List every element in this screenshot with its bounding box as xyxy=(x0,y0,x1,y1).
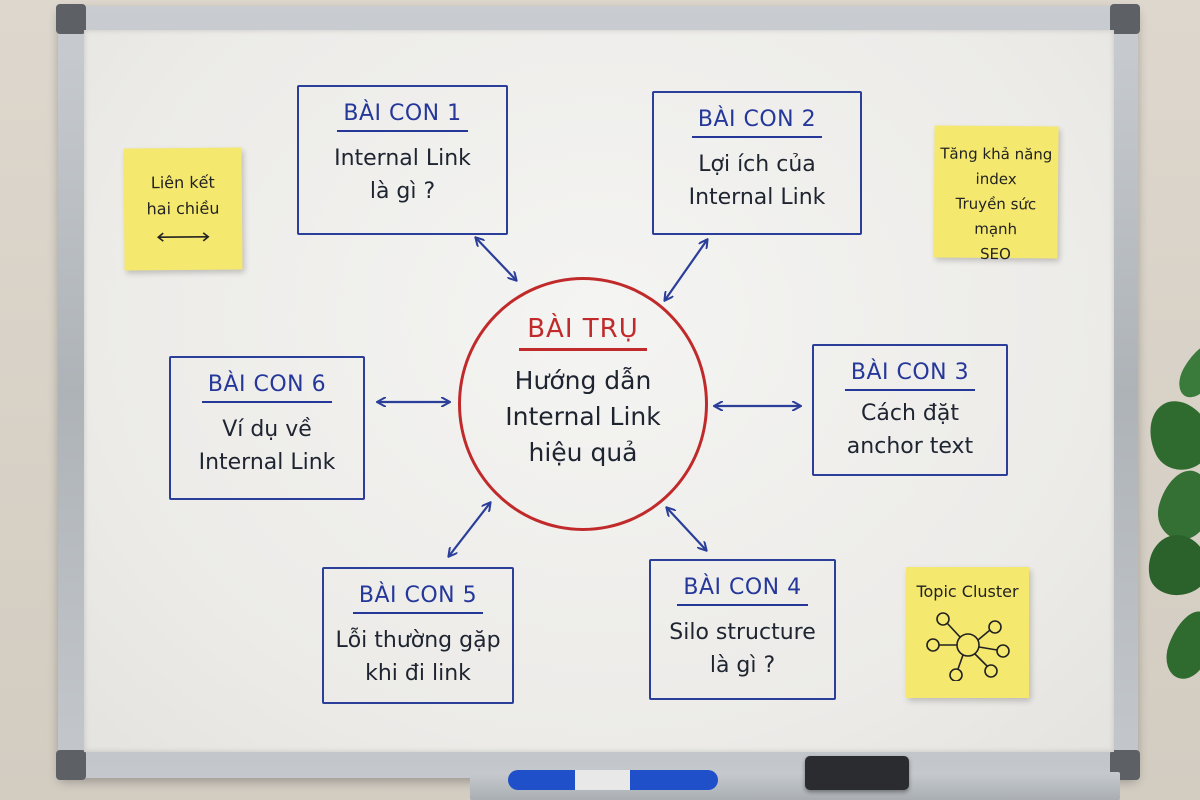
pillar-line: Hướng dẫn xyxy=(514,366,652,395)
pillar-title: BÀI TRỤ xyxy=(519,314,647,351)
box-line: Silo structure xyxy=(669,620,816,645)
box-title: BÀI CON 3 xyxy=(844,360,976,391)
note-line: Topic Cluster xyxy=(916,582,1019,601)
arrow-to-box-1 xyxy=(476,238,516,280)
arrow-to-box-2 xyxy=(665,240,707,300)
pillar-line: hiệu quả xyxy=(528,438,638,467)
box-line: khi đi link xyxy=(365,661,471,686)
box-title: BÀI CON 2 xyxy=(691,107,823,138)
note-line: index xyxy=(975,169,1017,189)
sticky-note-two-way: Liên kết hai chiều xyxy=(123,147,243,271)
box-title: BÀI CON 4 xyxy=(677,575,808,606)
pillar-circle: BÀI TRỤ Hướng dẫn Internal Link hiệu quả xyxy=(458,277,708,531)
box-bai-con-1: BÀI CON 1 Internal Link là gì ? xyxy=(297,85,508,235)
box-bai-con-4: BÀI CON 4 Silo structure là gì ? xyxy=(649,559,836,700)
box-line: anchor text xyxy=(846,434,974,459)
box-line: Lợi ích của xyxy=(698,152,816,177)
note-line: Tăng khả năng xyxy=(940,144,1053,164)
arrow-to-box-5 xyxy=(449,503,490,556)
note-line: Liên kết xyxy=(150,172,215,193)
box-title: BÀI CON 1 xyxy=(337,101,468,132)
box-line: là gì ? xyxy=(369,179,436,204)
frame-corner xyxy=(56,750,86,780)
note-line: hai chiều xyxy=(146,198,220,219)
box-line: Internal Link xyxy=(198,450,336,475)
box-bai-con-6: BÀI CON 6 Ví dụ về Internal Link xyxy=(169,356,365,500)
box-line: là gì ? xyxy=(709,653,776,678)
box-bai-con-3: BÀI CON 3 Cách đặt anchor text xyxy=(812,344,1008,476)
box-title: BÀI CON 6 xyxy=(201,372,333,403)
box-line: Ví dụ về xyxy=(222,417,312,442)
note-line: Truyền sức mạnh xyxy=(955,194,1037,239)
pillar-line: Internal Link xyxy=(505,402,661,431)
frame-corner xyxy=(1110,4,1140,34)
blue-marker[interactable] xyxy=(508,770,718,790)
box-line: Internal Link xyxy=(688,185,826,210)
sticky-note-seo: Tăng khả năng index Truyền sức mạnh SEO xyxy=(933,125,1059,263)
note-line: SEO xyxy=(979,244,1011,264)
box-bai-con-5: BÀI CON 5 Lỗi thường gặp khi đi link xyxy=(322,567,514,704)
box-line: Cách đặt xyxy=(861,401,959,426)
box-line: Lỗi thường gặp xyxy=(335,628,501,653)
arrow-to-box-4 xyxy=(667,508,706,550)
double-arrow-icon xyxy=(156,232,210,242)
whiteboard-eraser[interactable] xyxy=(805,756,909,790)
box-line: Internal Link xyxy=(334,146,471,171)
cluster-network-icon xyxy=(925,612,1010,682)
sticky-note-topic-cluster: Topic Cluster xyxy=(906,567,1029,698)
box-title: BÀI CON 5 xyxy=(352,583,484,614)
frame-corner xyxy=(56,4,86,34)
box-bai-con-2: BÀI CON 2 Lợi ích của Internal Link xyxy=(652,91,862,235)
